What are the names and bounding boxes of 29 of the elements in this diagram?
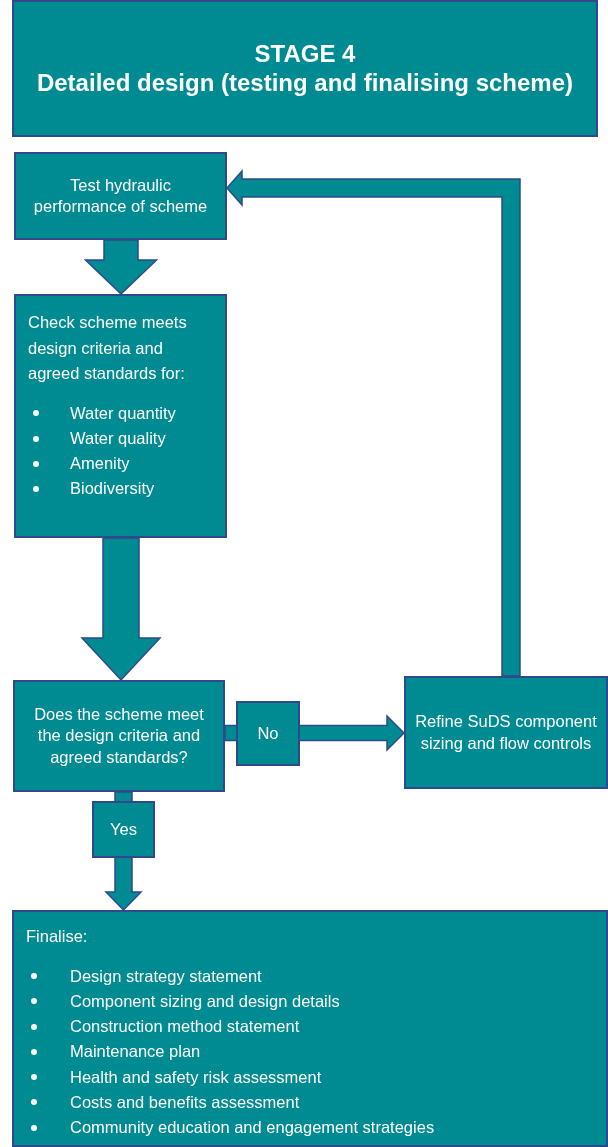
list-item: Community education and engagement strategies [70,1116,435,1138]
stage-subtitle: Detailed design (testing and finalising scheme) [35,68,575,98]
list-item: Design strategy statement [70,965,262,987]
box-text: Does the scheme meet the design criteria and agreed standards? [33,703,205,768]
process-box [14,294,227,538]
box-text: Test hydraulic performance of scheme [32,174,209,217]
block-arrow [226,169,521,677]
edge-label: Yes [92,801,155,858]
stage-header-box [12,0,598,137]
list-item: Water quality [70,427,166,449]
list-item: Health and safety risk assessment [70,1066,322,1088]
list-item: Component sizing and design details [70,990,340,1012]
list-item: Construction method statement [70,1016,300,1038]
process-box [14,152,227,240]
list-item: Biodiversity [70,478,155,500]
box-text: Refine SuDS component sizing and flow controls [414,711,598,754]
stage-title: STAGE 4 [253,39,357,69]
list-item: Maintenance plan [70,1041,201,1063]
list-item: Water quantity [70,402,176,424]
process-box [404,676,608,789]
box-heading: Finalise: [26,926,89,947]
block-arrow [83,239,159,296]
block-arrow [80,537,162,682]
box-heading: Check scheme meets design criteria and agreed standards for: [28,312,188,385]
list-item: Amenity [70,453,130,475]
edge-label: No [236,701,300,766]
decision-box [13,680,225,792]
list-item: Costs and benefits assessment [70,1091,300,1113]
process-box [12,910,608,1147]
